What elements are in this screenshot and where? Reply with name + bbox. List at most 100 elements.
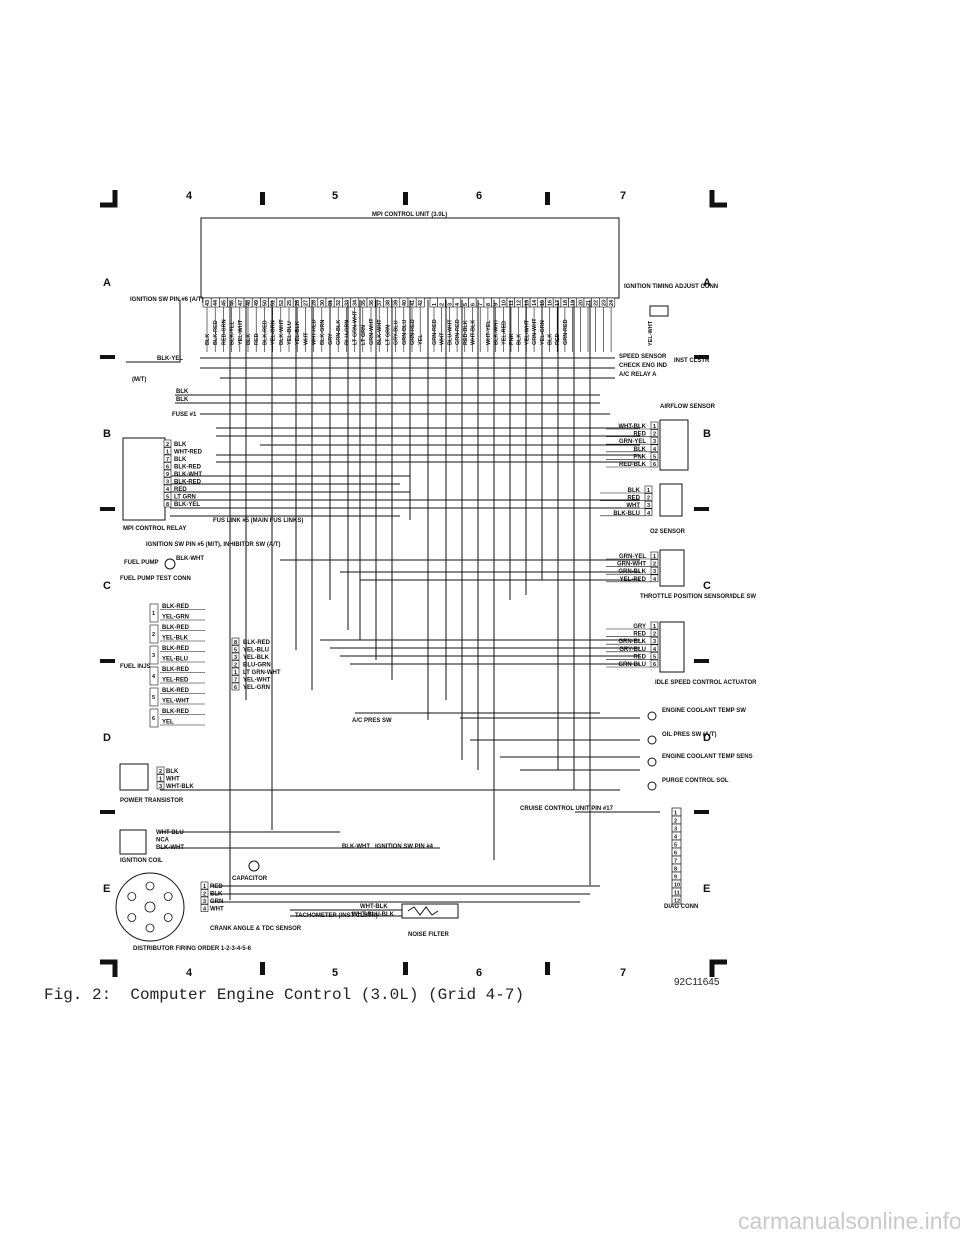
engine-coolant-switch-icon	[647, 711, 657, 721]
corner-marks	[100, 190, 727, 977]
throttle-wire-label: YEL-RED	[620, 577, 647, 583]
airflow-wire-label: RED	[633, 432, 646, 438]
injector-wire-label: YEL-RED	[162, 678, 189, 684]
o2-wire-pin	[644, 485, 653, 494]
diag-pin-number: 3	[674, 827, 677, 833]
power-transistor	[119, 763, 149, 791]
injector-conn-pin	[231, 637, 240, 646]
relay-wire-label: BLK-RED	[174, 480, 202, 486]
injector-conn-pin	[231, 667, 240, 676]
label-speed-sensor: SPEED SENSOR	[619, 354, 667, 360]
airflow-wire-label: WHT-BLK	[618, 424, 646, 430]
ecu-pin-number: 31	[328, 300, 334, 306]
label-oil-pres: OIL PRES SW (A/T)	[662, 732, 717, 738]
mpi-relay	[122, 437, 166, 521]
ecu-pin-wire-label: BLK-WHT	[279, 319, 285, 345]
ecu-pin-wire-label: BLK	[205, 334, 211, 345]
relay-pin-number: 4	[166, 487, 170, 493]
ecu-pin-number: 15	[540, 300, 546, 306]
crank-wire-pin	[200, 896, 209, 905]
isc-wire-label: RED	[633, 654, 646, 660]
injector-wire-label: YEL	[162, 720, 174, 726]
ecu-pin-number: 20	[578, 300, 584, 306]
injector-conn-pin	[231, 682, 240, 691]
relay-pin-number: 3	[166, 480, 169, 486]
label-wht-blu-blk: WHT-BLU-BLK	[352, 912, 395, 918]
diag-pin-number: 8	[674, 867, 677, 873]
ecu-pin-number: 42	[418, 300, 424, 306]
injector-wire-label: BLK-RED	[162, 604, 190, 610]
isc-wire-label: RED	[633, 632, 646, 638]
ecu-pin-wire-label: YEL-WHT	[238, 319, 244, 345]
ecu-pin-wire-label: BLK	[246, 334, 252, 345]
injector-conn-pin	[231, 645, 240, 653]
power-transistor-wire-label: BLK	[166, 769, 179, 775]
ecu-pin-number: 43	[205, 300, 211, 306]
o2-wire-label: BLK-BLU	[613, 511, 640, 517]
crank-wire-pin-number: 1	[203, 884, 206, 890]
grid-col-6-bottom: 6	[476, 967, 482, 979]
injector-conn-pin-number: 1	[234, 670, 237, 676]
grid-row-c-right: C	[703, 580, 711, 592]
ecu-pin-number: 39	[394, 300, 400, 306]
crank-wire-pin-number: 3	[203, 899, 206, 905]
ecu-pin-wire-label: WHT	[303, 332, 309, 345]
ecu-pin-number: 18	[563, 300, 569, 306]
ecu-pin-number: 21	[586, 300, 592, 306]
label-noise-filter: NOISE FILTER	[408, 932, 450, 938]
ecu-pin-number: 5	[463, 303, 469, 306]
ecu-pin-wire-label: BLK-RED	[262, 320, 268, 345]
isc-wire-label: GRY	[633, 624, 646, 630]
ecu-pin-number: 4	[455, 302, 461, 306]
airflow-wire-pin	[650, 421, 659, 430]
injector	[149, 687, 159, 707]
crank-wire-label: WHT	[210, 907, 224, 913]
ecu-pin-number: 25	[287, 300, 293, 306]
ecu-pin-wire-label: WHT-BLK	[471, 320, 477, 345]
ecu-pin-number: 7	[478, 303, 484, 306]
ecu-pin-wire-label: WHT-RED	[312, 319, 318, 345]
ecu-pin-number: 40	[402, 300, 408, 306]
coil-wire-label: WHT-BLU	[156, 830, 184, 836]
relay-wire-label: BLK	[174, 442, 187, 448]
grid-row-labels: A B C D E A B C D E	[103, 277, 711, 895]
ecu-pin-number: 2	[440, 303, 446, 306]
ecu-pin-wire-label: GRN-BLK	[336, 320, 342, 345]
label-ignition-sw-inhib: IGNITION SW PIN #5 (M/T), INHIBITOR SW (…	[146, 542, 281, 548]
throttle-wire-pin	[650, 559, 659, 567]
relay-wire-label: BLK-RED	[174, 465, 202, 471]
coil-wire-label: NCA	[156, 838, 170, 844]
injector-wire-label: YEL-WHT	[162, 699, 190, 705]
ecu-pin-wire-label: WHT	[440, 332, 446, 345]
ecu-pin-number: 50	[262, 300, 268, 306]
ecu-pin-number: 8	[486, 303, 492, 306]
injector-conn-wire-label: YEL-GRN	[243, 685, 270, 691]
figure-caption: Fig. 2: Computer Engine Control (3.0L) (…	[44, 986, 525, 1004]
ecu-pin-number: 26	[295, 300, 301, 306]
ecu-pin-wire-label: BLK-WHT	[494, 319, 500, 345]
label-ignition-timing: IGNITION TIMING ADJUST CONN	[624, 284, 718, 290]
throttle-wire-pin-number: 2	[653, 562, 656, 568]
label-power-transistor: POWER TRANSISTOR	[120, 798, 184, 804]
power-transistor-wire-pin	[156, 781, 165, 790]
label-engine-coolant-sens: ENGINE COOLANT TEMP SENS	[662, 754, 753, 760]
ecu-pin-number: 49	[254, 300, 260, 306]
isc-wire-label: GRY-BLU	[619, 647, 646, 653]
crank-wire-label: GRN	[210, 899, 223, 905]
injector-wire-labels: BLK-REDYEL-GRNBLK-REDYEL-BLKBLK-REDYEL-B…	[149, 603, 205, 728]
ignition-coil	[119, 829, 147, 855]
relay-wire-label: BLK-WHT	[174, 472, 202, 478]
ecu-pin-wire-label: GRY	[328, 333, 334, 345]
distributor-terminal	[127, 913, 137, 922]
relay-pin-number: 6	[166, 465, 169, 471]
label-mt: (M/T)	[132, 377, 146, 383]
o2-wire-pin-number: 3	[647, 503, 650, 509]
diag-pin-number: 11	[674, 891, 680, 897]
ecu-pin-wire-label: BLU-WHT	[447, 319, 453, 345]
distributor-terminal	[163, 913, 173, 922]
airflow-wire-pin-number: 4	[653, 447, 657, 453]
airflow-wire-label: BLK	[634, 447, 647, 453]
injector-wire-label: YEL-BLK	[162, 636, 189, 642]
